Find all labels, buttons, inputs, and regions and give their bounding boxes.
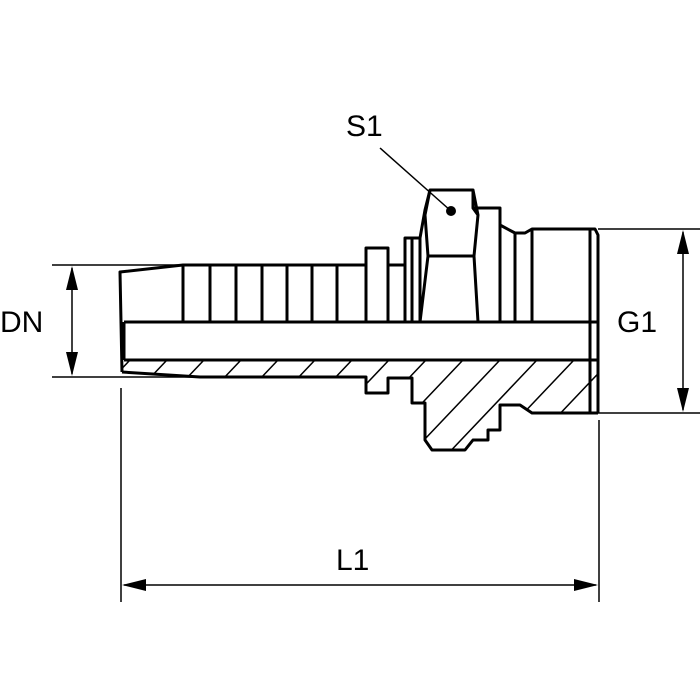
g1-label: G1 — [617, 306, 657, 339]
hose-barbs — [181, 238, 422, 322]
hatch-line — [589, 360, 598, 450]
fitting-outline-top — [118, 188, 600, 413]
hatch-line — [367, 360, 464, 450]
dn-label: DN — [0, 306, 43, 339]
s1-leader-line — [379, 147, 452, 212]
hatch-line — [182, 360, 279, 450]
fitting-body — [118, 188, 600, 452]
fitting-outline-bottom — [121, 370, 598, 452]
hatch-line — [256, 360, 353, 450]
s1-label: S1 — [346, 110, 383, 143]
hex-nut — [418, 189, 592, 413]
hatch-line — [330, 360, 427, 450]
l1-label: L1 — [336, 544, 369, 577]
hatch-line — [293, 360, 390, 450]
hatch-line — [441, 360, 538, 450]
bore — [122, 320, 598, 362]
hatch-line — [122, 360, 131, 450]
hatch-line — [627, 360, 700, 460]
hatch-line — [219, 360, 316, 450]
l1-dimension — [120, 388, 600, 602]
section-hatching — [122, 360, 700, 460]
dn-dimension — [52, 264, 200, 378]
g1-dimension — [598, 228, 700, 414]
hatch-line — [552, 360, 598, 450]
hatch-line — [664, 360, 700, 460]
hatch-line — [404, 360, 501, 450]
